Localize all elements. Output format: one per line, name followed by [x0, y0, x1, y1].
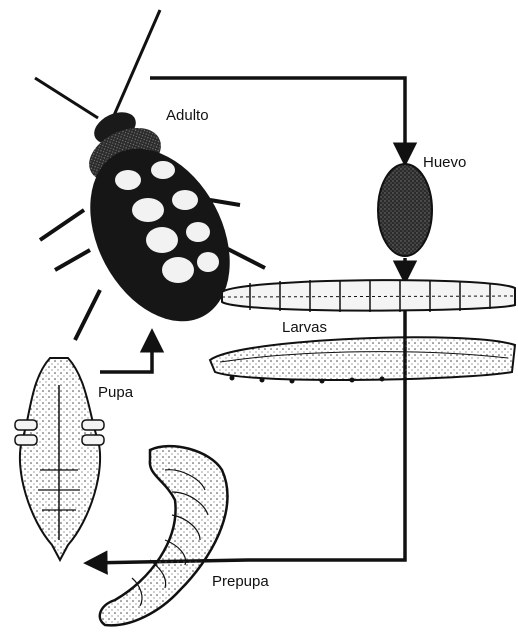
arrow-pupa-to-adult	[100, 333, 152, 372]
label-adult: Adulto	[166, 107, 209, 124]
egg-illustration	[378, 164, 432, 256]
label-egg: Huevo	[423, 154, 466, 171]
pupa-illustration	[15, 358, 104, 560]
larvae-illustration	[210, 280, 515, 384]
label-prepupa: Prepupa	[212, 573, 269, 590]
label-pupa: Pupa	[98, 384, 134, 401]
label-larvae: Larvas	[282, 319, 327, 336]
prepupa-illustration	[100, 446, 228, 625]
